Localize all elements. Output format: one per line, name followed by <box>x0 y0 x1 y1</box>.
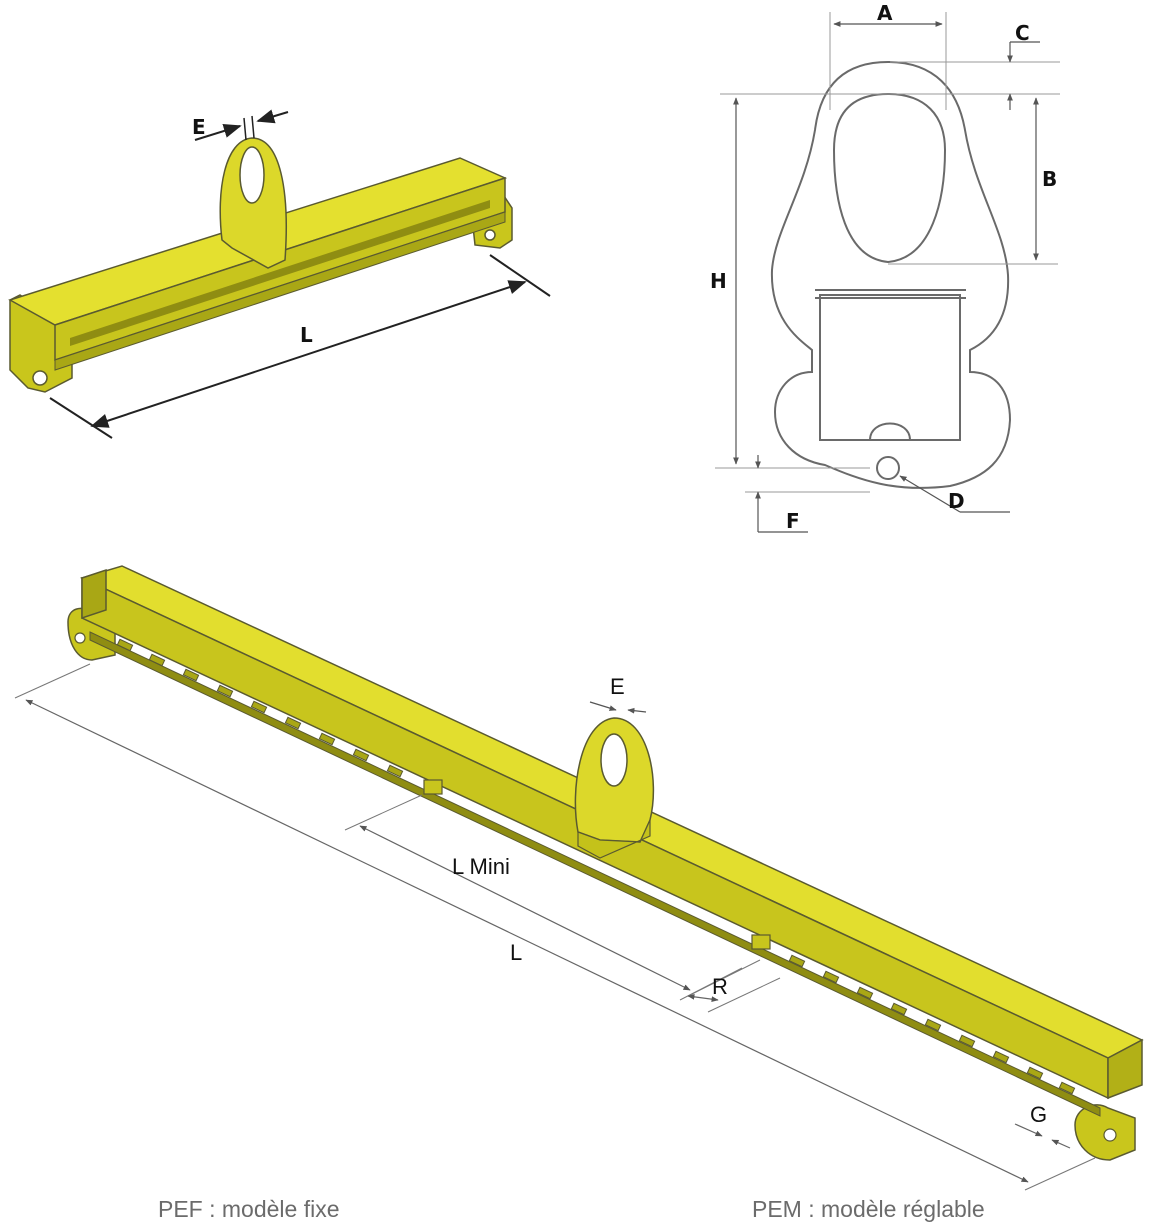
fixed-dim-l-line <box>90 280 527 428</box>
adjustable-beam-notches <box>116 638 1076 1095</box>
eye-label-f: F <box>786 509 800 533</box>
adjustable-beam-slider-right <box>751 934 771 950</box>
adj-dim-r-ext-2 <box>707 977 781 1013</box>
eye-inner-hole <box>832 92 947 264</box>
adjustable-beam-slider-left <box>423 779 443 795</box>
fixed-dim-e-line-2 <box>256 109 289 124</box>
adj-dim-lmini-ext <box>344 794 423 831</box>
caption-fixed-model: PEF : modèle fixe <box>158 1196 340 1222</box>
fixed-dim-e-line <box>194 123 242 141</box>
eye-label-c: C <box>1015 21 1030 45</box>
eye-pin-hole <box>876 456 900 480</box>
adj-label-l-mini: L Mini <box>452 854 510 879</box>
adj-dim-r-ext <box>679 967 743 1001</box>
caption-adjustable-model: PEM : modèle réglable <box>752 1196 985 1222</box>
adj-label-e: E <box>610 674 625 699</box>
fixed-beam-left-lug <box>32 370 48 386</box>
adjustable-beam-rail <box>89 631 1101 1117</box>
fixed-dim-e-tick <box>243 117 247 141</box>
adj-dim-l-ext-2 <box>1024 1157 1096 1191</box>
eye-label-d: D <box>948 489 965 513</box>
adj-dim-r-line <box>687 994 719 1002</box>
adj-dim-l-line <box>25 699 1029 1183</box>
adjustable-beam-drawing: E L Mini L R G <box>14 565 1144 1191</box>
fixed-beam-drawing: E L <box>8 109 551 439</box>
adjustable-beam-right-lug <box>1103 1128 1117 1142</box>
fixed-label-e: E <box>192 115 206 139</box>
eye-label-h: H <box>710 269 727 293</box>
eye-label-b: B <box>1042 167 1057 191</box>
fixed-beam-eye-hole <box>239 146 265 204</box>
lifting-eye-drawing: A C B H F D <box>710 1 1060 533</box>
fixed-label-l: L <box>300 323 313 347</box>
adj-dim-e-line-2 <box>627 707 647 714</box>
adj-label-l: L <box>510 940 522 965</box>
adj-dim-e-line <box>589 701 617 711</box>
fixed-dim-l-ext-2 <box>489 254 551 297</box>
eye-block-body <box>819 294 961 441</box>
adjustable-beam-left-face <box>81 568 107 620</box>
adj-dim-g-line-2 <box>1051 1139 1071 1149</box>
eye-block-notch <box>869 422 911 441</box>
eye-dim-d-leader <box>899 475 961 513</box>
eye-label-a: A <box>877 1 893 25</box>
adjustable-beam-left-lug <box>74 632 86 644</box>
fixed-dim-l-ext <box>49 397 113 439</box>
adjustable-beam-eye-hole <box>600 733 628 787</box>
adjustable-beam-end-face <box>1107 1038 1143 1100</box>
adj-label-g: G <box>1030 1102 1047 1127</box>
fixed-beam-right-lug <box>484 229 496 241</box>
adj-label-r: R <box>712 974 728 999</box>
adj-dim-g-line <box>1014 1123 1043 1137</box>
adj-dim-l-ext <box>14 663 91 699</box>
eye-outer-profile <box>770 60 1012 489</box>
fixed-dim-e-tick-2 <box>251 115 255 139</box>
